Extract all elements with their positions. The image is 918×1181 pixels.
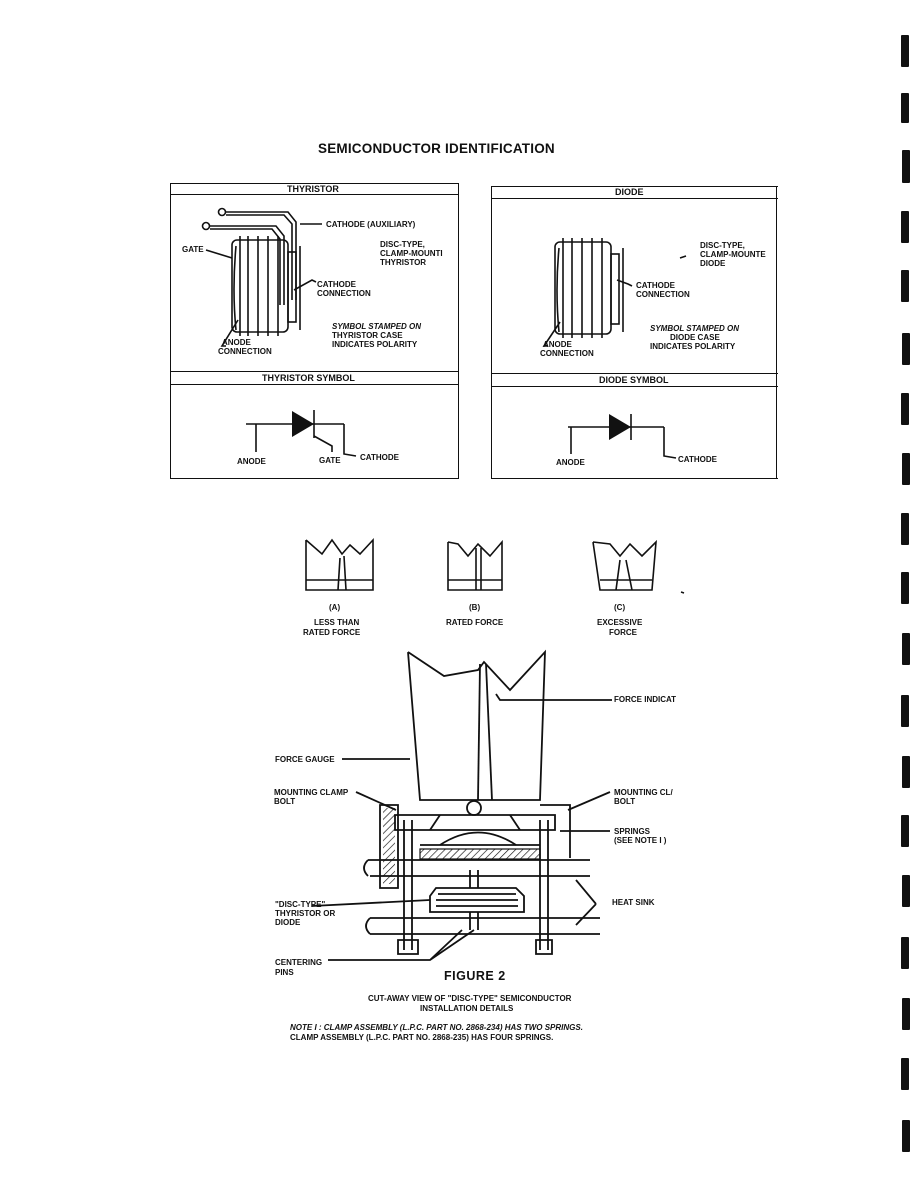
gauge-a-line1: LESS THAN	[314, 618, 360, 627]
centering-pins-label-1: CENTERING	[275, 958, 323, 967]
springs-label-2: (SEE NOTE I )	[614, 836, 667, 845]
figure-label: FIGURE 2	[444, 969, 506, 983]
diode-symbol-note-2: DIODE CASE	[670, 333, 720, 342]
thyristor-symbol-note-3: INDICATES POLARITY	[332, 340, 418, 349]
figure-caption-2: INSTALLATION DETAILS	[420, 1004, 514, 1013]
thyristor-cathode-conn-2: CONNECTION	[317, 289, 371, 298]
thyristor-disc-type-line2: CLAMP-MOUNTI	[380, 249, 443, 258]
thyristor-gate-label: GATE	[182, 245, 204, 254]
diode-disc-type-line2: CLAMP-MOUNTE	[700, 250, 766, 259]
thyristor-symbol-note-2: THYRISTOR CASE	[332, 331, 403, 340]
gauge-b-letter: (B)	[469, 603, 481, 612]
thyristor-cathode-aux-label: CATHODE (AUXILIARY)	[326, 220, 416, 229]
centering-pins-label-2: PINS	[275, 968, 294, 977]
figure-note-2: CLAMP ASSEMBLY (L.P.C. PART NO. 2868-235…	[290, 1033, 554, 1042]
springs-label-1: SPRINGS	[614, 827, 651, 836]
figure-note-1: NOTE I : CLAMP ASSEMBLY (L.P.C. PART NO.…	[290, 1023, 583, 1032]
force-gauge-label: FORCE GAUGE	[275, 755, 335, 764]
figure-caption-1: CUT-AWAY VIEW OF "DISC-TYPE" SEMICONDUCT…	[368, 994, 572, 1003]
force-indicator-label: FORCE INDICAT	[614, 695, 677, 704]
mounting-clamp-right-1: MOUNTING CL/	[614, 788, 673, 797]
thyristor-symbol-cathode: CATHODE	[360, 453, 399, 462]
disc-type-label-1: "DISC-TYPE"	[275, 900, 326, 909]
thyristor-disc-type-line3: THYRISTOR	[380, 258, 427, 267]
gauge-b-line1: RATED FORCE	[446, 618, 504, 627]
gauge-a-letter: (A)	[329, 603, 341, 612]
thyristor-symbol-gate: GATE	[319, 456, 341, 465]
mounting-clamp-right-2: BOLT	[614, 797, 636, 806]
gauge-c-letter: (C)	[614, 603, 626, 612]
diode-symbol-note-3: INDICATES POLARITY	[650, 342, 736, 351]
disc-type-label-3: DIODE	[275, 918, 301, 927]
gauge-c-line1: EXCESSIVE	[597, 618, 643, 627]
diode-disc-type-line3: DIODE	[700, 259, 726, 268]
disc-type-label-2: THYRISTOR OR	[275, 909, 336, 918]
page-title: SEMICONDUCTOR IDENTIFICATION	[318, 141, 555, 156]
diode-anode-conn-2: CONNECTION	[540, 349, 594, 358]
gauge-a-line2: RATED FORCE	[303, 628, 361, 637]
diode-symbol-anode: ANODE	[556, 458, 585, 467]
diode-cathode-conn-1: CATHODE	[636, 281, 675, 290]
diode-disc-type-line1: DISC-TYPE,	[700, 241, 745, 250]
gauge-c-line2: FORCE	[609, 628, 637, 637]
diode-symbol-cathode: CATHODE	[678, 455, 717, 464]
thyristor-cathode-conn-1: CATHODE	[317, 280, 356, 289]
mounting-clamp-left-2: BOLT	[274, 797, 296, 806]
diode-symbol-note-1: SYMBOL STAMPED ON	[650, 324, 740, 333]
thyristor-header: THYRISTOR	[287, 184, 339, 194]
heat-sink-label: HEAT SINK	[612, 898, 655, 907]
diode-anode-conn-1: ANODE	[543, 340, 572, 349]
thyristor-symbol-anode: ANODE	[237, 457, 266, 466]
thyristor-anode-conn-2: CONNECTION	[218, 347, 272, 356]
diode-cathode-conn-2: CONNECTION	[636, 290, 690, 299]
thyristor-anode-conn-1: ANODE	[222, 338, 251, 347]
thyristor-disc-type-line1: DISC-TYPE,	[380, 240, 425, 249]
diode-header: DIODE	[615, 187, 644, 197]
thyristor-symbol-note-1: SYMBOL STAMPED ON	[332, 322, 422, 331]
mounting-clamp-left-1: MOUNTING CLAMP	[274, 788, 349, 797]
diode-symbol-header: DIODE SYMBOL	[599, 375, 669, 385]
thyristor-symbol-header: THYRISTOR SYMBOL	[262, 373, 355, 383]
